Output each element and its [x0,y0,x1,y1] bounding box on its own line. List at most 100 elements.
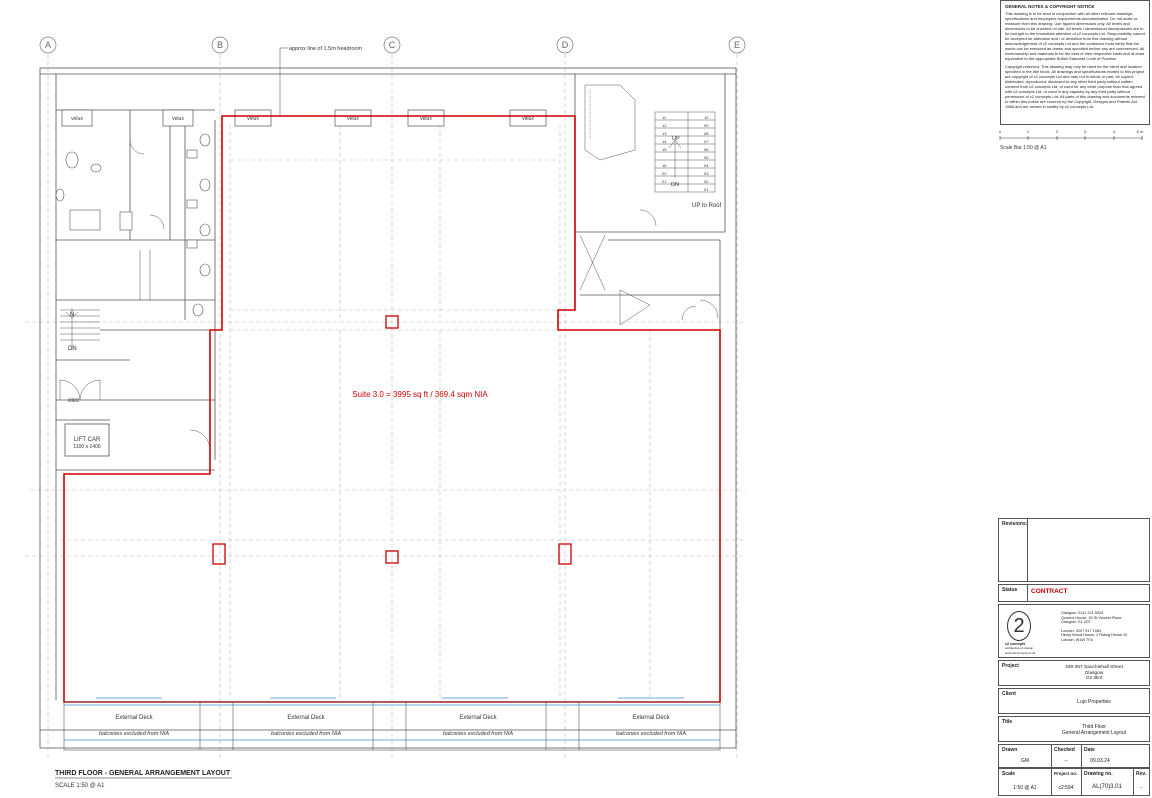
drawn-row: Drawn GM Checked -- Date 09.03.24 [998,744,1150,768]
grid-bubble-b [211,36,229,54]
scale-tick: 3 [1084,129,1087,134]
balconies-note: balconies excluded from NIA [99,731,169,737]
logo-subtext: architecture & design [1005,646,1034,650]
balconies-note: balconies excluded from NIA [616,731,686,737]
headroom-note: approx line of 1.5m headroom [289,46,362,52]
scale-bar-caption: Scale Bar 1:50 @ A1 [1000,145,1047,151]
grid-bubble-c [383,36,401,54]
drawing-no-value: AL(70)3.01 [1092,784,1122,790]
scale-tick: 5 m [1137,129,1144,134]
office-london-phone: London: 0207 917 1084 [1061,628,1102,633]
stair-number: 10 [704,115,709,120]
client-box: Client Lujo Properties [998,688,1150,714]
status-value: CONTRACT [1031,588,1068,595]
office-glasgow-addr: Queens House, 29 St Vincent Place [1061,615,1122,620]
right-stair [579,84,716,326]
checked-label: Checked [1054,747,1075,753]
balconies-note: balconies excluded from NIA [443,731,513,737]
project-line: Glasgow [1084,670,1104,676]
title-box: Title Third Floor General Arrangement La… [998,716,1150,742]
drawing-title: THIRD FLOOR - GENERAL ARRANGEMENT LAYOUT [55,770,231,777]
grid-bubble-a [39,36,57,54]
title-line: General Arrangement Layout [1061,729,1127,736]
date-label: Date [1084,747,1095,753]
external-deck-label: External Deck [287,715,325,721]
checked-value: -- [1064,758,1068,764]
stair-number: 13 [662,131,667,136]
stair-dn-label: DN [68,346,77,352]
project-label: Project [1002,663,1019,669]
column [212,543,226,565]
stair-number: 16 [662,163,667,168]
up-to-roof-label: UP to Roof [692,203,722,209]
scale-row: Scale 1:50 @ A1 Project no. c2:594 Drawi… [998,768,1150,796]
stair-number: 07 [704,139,709,144]
status-box: Status CONTRACT [998,584,1150,602]
velux-label: velux [71,116,83,122]
rev-value: - [1140,785,1142,791]
grid-label-d: D [562,40,569,50]
project-no-value: c2:594 [1058,785,1074,791]
client-value: Lujo Properties [1077,699,1111,705]
right-stair-dn-label: DN [671,182,679,188]
external-deck-label: External Deck [115,715,153,721]
scale-tick: 2 [1056,129,1059,134]
stair-number: 01 [704,187,709,192]
logo-text: c2 concepts [1005,642,1026,646]
notes-heading: GENERAL NOTES & COPYRIGHT NOTICE [1005,4,1095,9]
notes-paragraph: This drawing is to be read in conjunctio… [1005,11,1145,61]
project-line: 349-357 Sauchiehall Street [1065,665,1123,670]
building-walls [39,67,737,749]
grid-label-a: A [45,40,51,50]
stair-number: 09 [704,123,709,128]
grid-bubble-d [556,36,574,54]
drawn-label: Drawn [1002,747,1018,753]
rev-label: Rev. [1136,771,1147,777]
stair-number: 20 [662,171,667,176]
office-glasgow-addr: Glasgow, G1 2DT [1061,620,1091,625]
notes-paragraph: Copyright reserved. This drawing may onl… [1005,64,1145,109]
scale-bar [999,136,1143,140]
grid-label-e: E [734,40,740,50]
lift-size: 1100 x 1400 [73,444,100,450]
date-value: 09.03.24 [1090,758,1110,764]
stair-number: 14 [662,139,667,144]
wc-fixtures [55,133,211,317]
structural-grid [25,54,745,760]
drawn-value: GM [1020,758,1030,764]
velux-label: velux [347,116,359,122]
drawing-scale: SCALE 1:50 @ A1 [55,783,105,789]
grid-bubble-e [728,36,746,54]
column [558,543,572,565]
stair-number: 11 [662,115,667,120]
practice-logo: 2 [1007,611,1031,641]
stair-number: 02 [704,179,709,184]
elec-label: elec [68,398,79,404]
lift-label: LIFT CAR [74,437,101,443]
velux-windows [61,109,547,127]
scale-tick: 0 [999,129,1002,134]
project-box: Project 349-357 Sauchiehall Street Glasg… [998,660,1150,686]
office-glasgow-phone: Glasgow: 0141 221 5029 [1061,611,1104,615]
grid-bubbles [39,36,746,54]
drawing-no-label: Drawing no. [1084,771,1113,777]
velux-label: velux [172,116,184,122]
column [385,315,399,329]
stair-number: 06 [704,147,709,152]
scale-label: Scale [1002,771,1016,777]
website-text: www.c2concepts.co.uk [1005,651,1036,655]
stair-number: 21 [662,179,667,184]
status-label: Status [1002,587,1018,593]
office-london-addr: London, W1W 7FA [1061,637,1093,642]
stair-number: 08 [704,131,709,136]
scale-tick: 4 [1113,129,1116,134]
velux-label: velux [420,116,432,122]
structural-columns [212,315,572,565]
client-label: Client [1002,691,1016,697]
scale-value: 1:50 @ A1 [1013,785,1037,791]
general-notes-panel: GENERAL NOTES & COPYRIGHT NOTICE This dr… [1000,0,1150,125]
stair-number: 15 [662,147,667,152]
external-deck-label: External Deck [459,715,497,721]
stair-number: 03 [704,171,709,176]
lift-car [64,423,110,457]
